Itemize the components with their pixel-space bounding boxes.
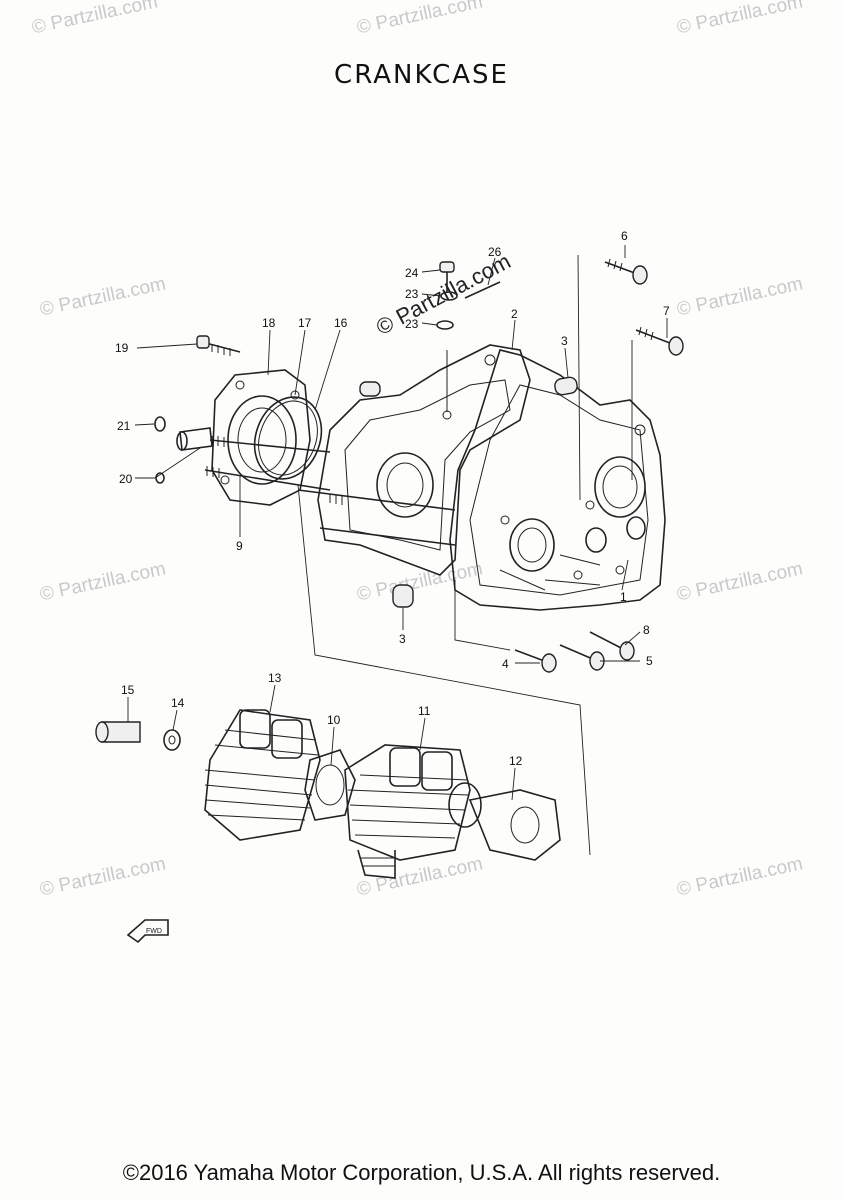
bolt-5	[559, 644, 605, 671]
callout-11: 11	[418, 704, 431, 718]
callout-labels: 1 2 3 3 4 5 6 7 8 9 10 11 12 13 14 15 16…	[115, 229, 670, 768]
callout-4: 4	[502, 657, 509, 671]
washer-lower	[436, 320, 454, 330]
assembly-bracket-line	[297, 484, 591, 856]
callout-21: 21	[117, 419, 131, 433]
bolt-8	[589, 631, 635, 661]
callout-8: 8	[643, 623, 650, 637]
cylinder-11	[344, 744, 482, 879]
diagram-title: CRANKCASE	[334, 60, 509, 90]
shaft-fitting	[176, 427, 213, 451]
gasket-12	[468, 789, 561, 861]
callout-12: 12	[509, 754, 523, 768]
callout-6: 6	[621, 229, 628, 243]
callout-17: 17	[298, 316, 312, 330]
bolt-4	[514, 649, 557, 673]
copyright-footer: ©2016 Yamaha Motor Corporation, U.S.A. A…	[122, 1160, 721, 1185]
stud-bolts	[204, 436, 456, 546]
washer-14	[163, 729, 181, 751]
callout-23-upper: 23	[405, 287, 419, 301]
crankcase-cover	[211, 369, 311, 506]
callout-16: 16	[334, 316, 348, 330]
pin-26	[464, 281, 501, 299]
callout-23-lower: 23	[405, 317, 419, 331]
callout-1: 1	[620, 590, 627, 604]
callout-26: 26	[488, 245, 502, 259]
callout-5: 5	[646, 654, 653, 668]
bolt-19	[196, 335, 241, 356]
gasket-10	[304, 749, 356, 821]
callout-10: 10	[327, 713, 341, 727]
drain-bolt	[439, 261, 455, 292]
bolt-7	[635, 326, 684, 356]
dowel-pin-lower	[392, 584, 414, 608]
dowel-pin-upper	[554, 376, 578, 396]
fwd-label: FWD	[146, 928, 162, 935]
callout-15: 15	[121, 683, 135, 697]
callout-20: 20	[119, 472, 133, 486]
callout-19: 19	[115, 341, 129, 355]
callout-2: 2	[511, 307, 518, 321]
fwd-arrow-icon: FWD	[126, 919, 169, 944]
o-ring-large	[253, 396, 323, 480]
dowel-pin-top-left	[359, 381, 381, 397]
callout-24: 24	[405, 266, 419, 280]
callout-13: 13	[268, 671, 282, 685]
cylinder-13	[204, 709, 321, 841]
crankcase-right-half	[449, 349, 666, 611]
bolt-6	[604, 258, 648, 285]
bolt-4-guide-line	[454, 580, 511, 651]
small-o-ring-upper	[154, 416, 166, 432]
callout-18: 18	[262, 316, 276, 330]
small-o-ring-lower	[155, 472, 165, 484]
crankcase-left-half	[317, 344, 531, 576]
callout-3-upper: 3	[561, 334, 568, 348]
bolt-6-guide-line	[577, 254, 581, 501]
callout-3-lower: 3	[399, 632, 406, 646]
leader-lines	[127, 245, 668, 801]
callout-9: 9	[236, 539, 243, 553]
callout-7: 7	[663, 304, 670, 318]
cap-15	[95, 721, 141, 743]
washer-upper	[440, 291, 458, 301]
callout-14: 14	[171, 696, 185, 710]
